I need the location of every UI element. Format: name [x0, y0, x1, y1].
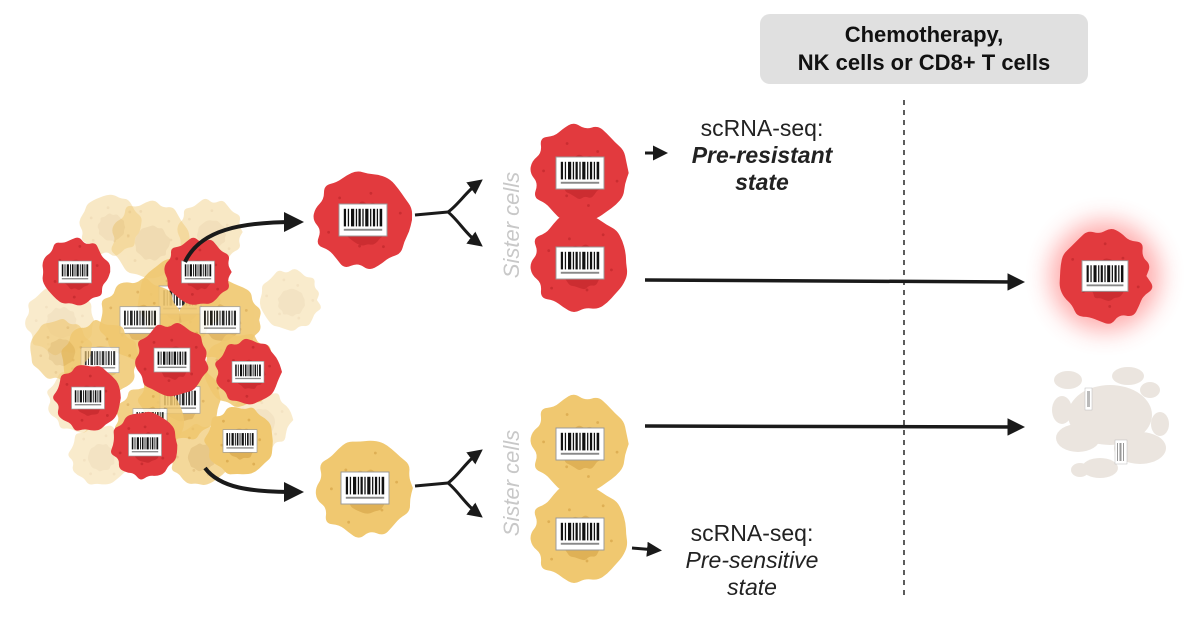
cluster-sensitive-cell	[259, 269, 321, 331]
resistant-cell	[1059, 228, 1153, 324]
resistant-dividing-cell	[530, 123, 629, 312]
barcode-icon	[180, 260, 216, 284]
surviving-resistant-cell	[1059, 228, 1153, 324]
arrow-sensitive-outcome	[644, 418, 1025, 436]
barcode-icon	[127, 433, 163, 457]
cluster-resistant-cell	[215, 338, 282, 405]
treatment-box: Chemotherapy, NK cells or CD8+ T cells	[760, 14, 1088, 84]
tumor-cell-cluster	[25, 194, 321, 485]
cluster-resistant-cell	[42, 237, 111, 306]
sister-cell-lower	[530, 214, 628, 312]
sister-cell-upper	[530, 123, 629, 221]
sister-cells-label-top: Sister cells	[499, 171, 524, 279]
cluster-resistant-cell	[164, 237, 232, 305]
sensitive-cell	[315, 440, 413, 538]
treatment-line-2: NK cells or CD8+ T cells	[797, 50, 1051, 75]
resistant-label-line-2: Pre-resistant	[691, 142, 833, 168]
arrow-to-sensitive-cell	[203, 466, 304, 502]
barcode-icon	[340, 471, 390, 505]
barcode-icon	[555, 246, 605, 280]
sister-cell-upper	[530, 394, 629, 492]
cluster-sensitive-cell	[30, 318, 92, 382]
dead-cell-barcode-fragment	[1084, 387, 1128, 465]
barcode-icon	[70, 386, 106, 410]
sister-cells-label-bottom: Sister cells	[499, 429, 524, 537]
cluster-resistant-cell	[53, 365, 121, 431]
arrow-resistant-outcome	[644, 273, 1025, 291]
sensitive-dividing-cell	[530, 394, 629, 583]
arrow-to-resistant-cell	[183, 212, 304, 263]
barcode-icon	[338, 203, 388, 237]
barcode-icon	[555, 427, 605, 461]
barcode-icon	[199, 305, 241, 335]
treatment-line-1: Chemotherapy,	[844, 22, 1004, 47]
sensitive-state-label: scRNA-seq: Pre-sensitive state	[662, 520, 842, 601]
sensitive-label-line-3: state	[727, 574, 777, 600]
sensitive-sister-cells	[530, 394, 629, 583]
barcode-icon	[153, 347, 191, 373]
resistant-cell	[313, 171, 413, 270]
cluster-sensitive-cell	[79, 194, 142, 256]
resistant-sister-cells	[530, 123, 629, 312]
barcode-icon	[555, 156, 605, 190]
cluster-sensitive-cell	[204, 406, 273, 475]
resistant-parent-cell	[313, 171, 413, 270]
barcode-icon	[222, 429, 258, 453]
sensitive-parent-cell	[315, 440, 413, 538]
arrow-to-sensitive-label	[631, 541, 662, 557]
cluster-resistant-cell	[135, 322, 209, 397]
resistant-state-label: scRNA-seq: Pre-resistant state	[672, 115, 852, 196]
barcode-icon	[57, 260, 93, 284]
fork-arrow-bottom	[414, 449, 483, 518]
sister-cell-lower	[530, 485, 628, 583]
sensitive-label-line-1: scRNA-seq:	[690, 520, 814, 546]
resistant-label-line-1: scRNA-seq:	[700, 115, 824, 141]
fork-arrow-top	[414, 179, 483, 247]
barcode-icon	[1081, 259, 1129, 293]
barcode-icon	[555, 517, 605, 551]
cluster-resistant-cell	[111, 411, 178, 480]
sensitive-label-line-2: Pre-sensitive	[685, 547, 819, 573]
resistant-label-line-3: state	[735, 169, 789, 195]
dead-cell-fragments	[1052, 367, 1169, 478]
barcode-icon	[231, 360, 265, 384]
